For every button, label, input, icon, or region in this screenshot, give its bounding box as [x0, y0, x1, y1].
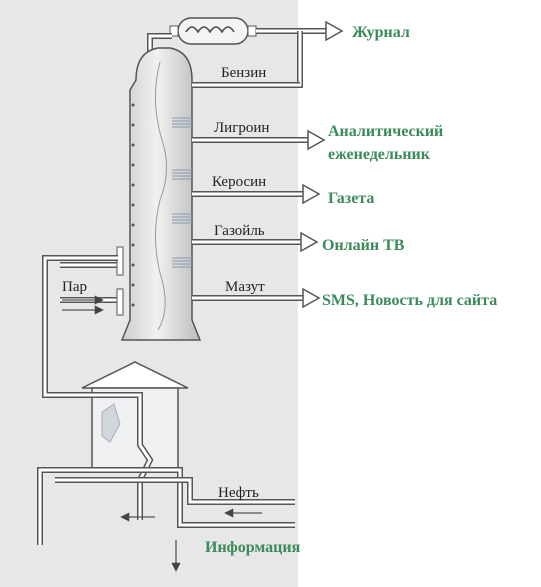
- fraction-label-fuel-oil: Мазут: [225, 279, 265, 295]
- fraction-label-gasoline: Бензин: [221, 65, 267, 81]
- distillation-column: [120, 47, 202, 341]
- fraction-label-gasoil: Газойль: [214, 223, 265, 239]
- oil-feed-pipe-2: [55, 477, 295, 505]
- furnace: [81, 361, 189, 471]
- output-label-information: Информация: [205, 539, 301, 556]
- steam-arrows: [62, 295, 104, 315]
- output-label-weekly-line2: еженедельник: [328, 146, 430, 163]
- output-label-online-tv: Онлайн ТВ: [322, 237, 405, 254]
- condenser: [169, 17, 257, 45]
- output-label-journal: Журнал: [352, 24, 410, 41]
- fraction-label-naphtha: Лигроин: [214, 120, 270, 136]
- output-label-newspaper: Газета: [328, 190, 375, 207]
- fraction-label-kerosene: Керосин: [212, 174, 267, 190]
- fraction-arrows: [300, 129, 326, 309]
- fraction-pipes: [192, 82, 310, 301]
- output-label-weekly-line1: Аналитический: [328, 123, 444, 140]
- output-label-sms: SMS, Новость для сайта: [322, 292, 498, 309]
- journal-arrow: [325, 20, 344, 42]
- input-label-steam: Пар: [62, 279, 87, 295]
- input-label-oil: Нефть: [218, 485, 259, 501]
